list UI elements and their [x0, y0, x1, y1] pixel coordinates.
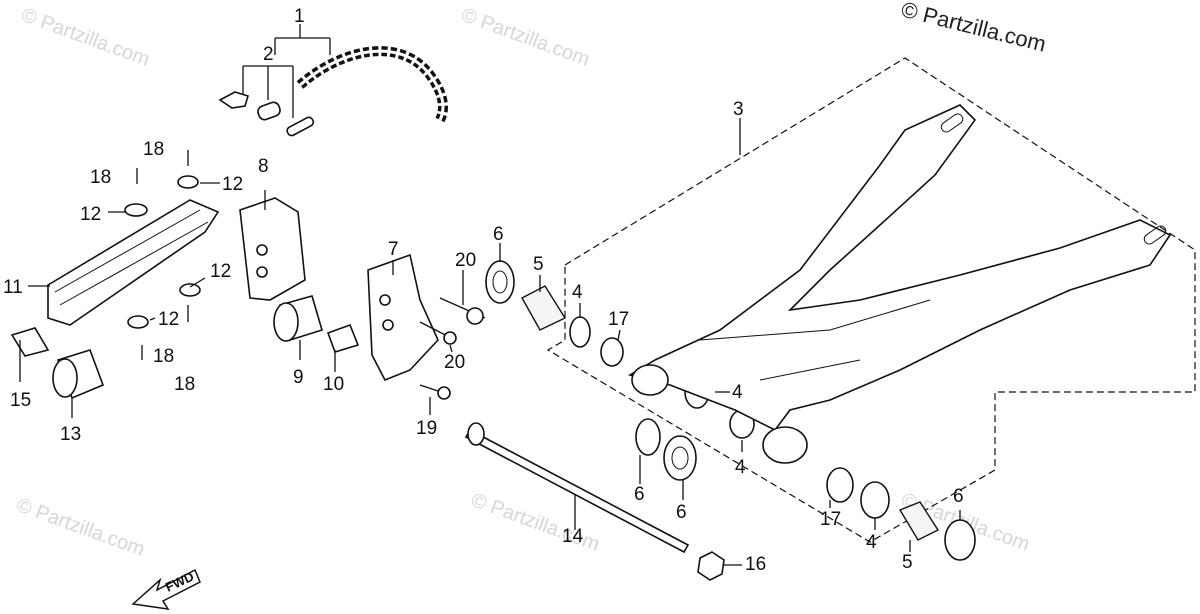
callout-18-bottom-b: 18: [174, 374, 195, 395]
callout-4-bottom: 4: [866, 532, 877, 553]
callout-6-mid: 6: [676, 502, 687, 523]
callout-14: 14: [562, 526, 584, 547]
watermark-3: © Partzilla.com: [13, 494, 147, 561]
leader-lines: [19, 24, 961, 566]
callout-15: 15: [10, 390, 31, 411]
callout-9: 9: [293, 367, 304, 388]
callout-11: 11: [3, 277, 23, 298]
assembly-boundary: [546, 57, 1196, 543]
callout-4-mid: 4: [732, 382, 743, 403]
forward-arrow: FWD: [131, 569, 201, 610]
callout-5-top: 5: [533, 254, 544, 275]
copyright-text: © Partzilla.com: [899, 0, 1049, 57]
callout-4-top: 4: [572, 282, 583, 303]
watermark-2: © Partzilla.com: [458, 4, 592, 71]
callout-20-bottom: 20: [444, 352, 465, 373]
callout-8: 8: [258, 156, 269, 177]
callout-18-top: 18: [143, 139, 164, 160]
callout-18-bottom-a: 18: [153, 346, 174, 367]
callout-17-top: 17: [608, 309, 629, 330]
bolts: [419, 297, 486, 400]
callout-16: 16: [745, 554, 766, 575]
callout-10: 10: [323, 374, 344, 395]
callout-1: 1: [294, 6, 305, 27]
callout-6-right: 6: [953, 486, 964, 507]
callout-20-top: 20: [455, 250, 476, 271]
drive-chain: [218, 46, 448, 137]
callout-12-bottom: 12: [158, 309, 179, 330]
chain-slider: [47, 150, 220, 360]
swingarm: [627, 104, 1172, 464]
callout-6-top: 6: [493, 224, 504, 245]
callout-17-bottom: 17: [820, 509, 841, 530]
callout-19: 19: [416, 418, 437, 439]
watermarks: © Partzilla.com © Partzilla.com © Partzi…: [13, 4, 1032, 561]
callout-12-top: 12: [222, 174, 243, 195]
callout-12-left: 12: [80, 204, 101, 225]
callout-2: 2: [263, 44, 274, 65]
rollers: [10, 295, 360, 400]
callout-13: 13: [60, 424, 81, 445]
callout-12-right: 12: [210, 261, 231, 282]
callout-5-bottom: 5: [902, 552, 913, 573]
brackets: [239, 197, 439, 382]
watermark-1: © Partzilla.com: [18, 4, 152, 71]
callout-6-left: 6: [634, 484, 645, 505]
callout-labels: 1 2 3 18 18 12 8 12 7 6 20 5 12 11 4 17 …: [3, 6, 964, 575]
callout-3: 3: [733, 99, 744, 120]
callout-4-low: 4: [735, 457, 746, 478]
callout-7: 7: [388, 239, 399, 260]
pivot-axle: [464, 422, 725, 581]
callout-18-mid: 18: [90, 167, 111, 188]
